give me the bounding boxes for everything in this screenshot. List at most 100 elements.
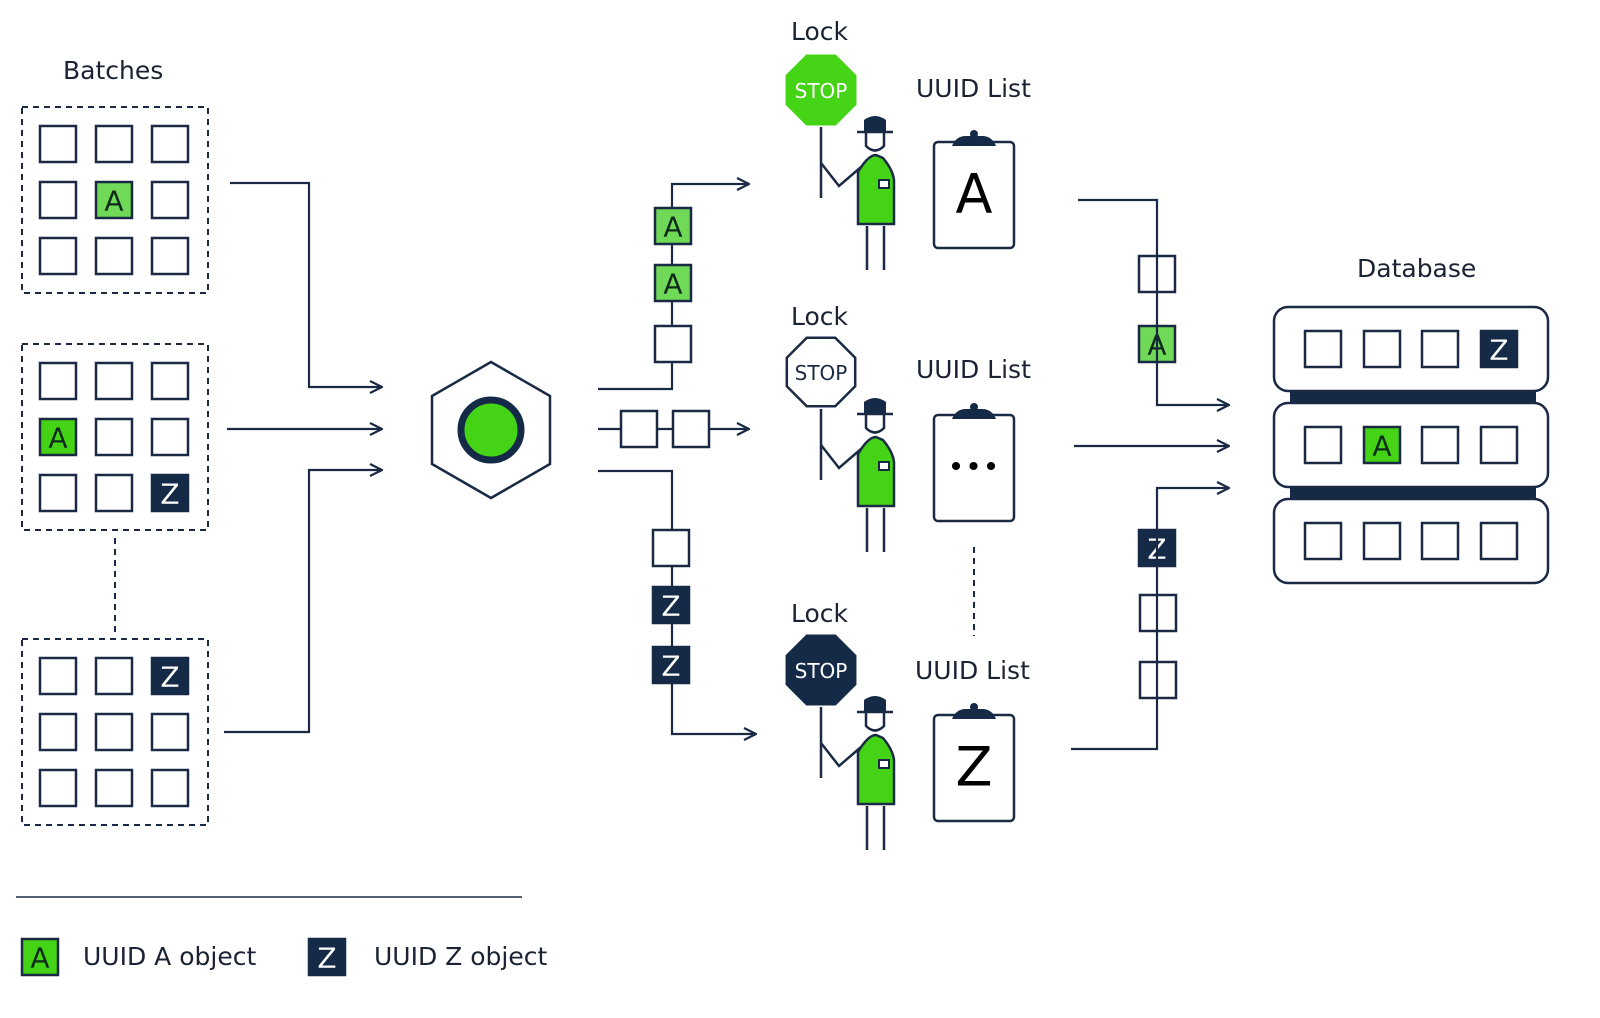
database-row-1-cell-4: Z	[1479, 329, 1519, 369]
stop-sign-text: STOP	[795, 659, 848, 683]
batch-3-cell-2-1	[94, 768, 134, 808]
batch-1-cell-0-2	[150, 124, 190, 164]
batch-2-cell-1-2	[150, 417, 190, 457]
batch-1-cell-1-1-letter: A	[104, 185, 123, 218]
database-row-2-cell-1	[1303, 425, 1343, 465]
batch-3-cell-0-0	[38, 656, 78, 696]
stop-sign-icon	[785, 54, 857, 126]
batch-1-cell-1-0	[38, 180, 78, 220]
batch-2-cell-1-0-letter: A	[48, 422, 67, 455]
lock-guard-2: STOP	[785, 336, 896, 552]
batch-3: Z	[21, 638, 209, 826]
batch-3-cell-0-2: Z	[150, 656, 190, 696]
batch-3-cell-1-2	[150, 712, 190, 752]
route-lower-object-3-letter: Z	[661, 650, 680, 683]
batch-3-cell-1-0	[38, 712, 78, 752]
batch-1-cell-0-0	[38, 124, 78, 164]
lock-label-3: Lock	[791, 599, 849, 628]
batch-2-cell-0-0	[38, 361, 78, 401]
central-node	[430, 360, 552, 500]
guard-person-icon	[820, 398, 896, 552]
batch-1-arrow	[230, 181, 382, 387]
database-row-3-cell-3	[1420, 521, 1460, 561]
uuid-list-clipboard-2: •••	[932, 403, 1016, 523]
batch-3-arrow	[224, 470, 382, 734]
batch-3-cell-2-2	[150, 768, 190, 808]
database: ZA	[1272, 305, 1550, 585]
route-upper-object-2-letter: A	[663, 268, 682, 301]
route-middle-object-1	[619, 409, 659, 449]
database-row-1-cell-4-letter: Z	[1489, 334, 1508, 367]
database-row-2-cell-2-letter: A	[1372, 430, 1391, 463]
legend-a-letter: A	[30, 942, 49, 975]
lock-label-1: Lock	[791, 17, 849, 46]
database-row-1-cell-2	[1362, 329, 1402, 369]
batch-1-cell-1-1: A	[94, 180, 134, 220]
batch-2-cell-1-1	[94, 417, 134, 457]
route-upper-object-3	[653, 324, 693, 364]
batch-3-cell-2-0	[38, 768, 78, 808]
batch-3-cell-1-1	[94, 712, 134, 752]
batch-2: AZ	[21, 343, 209, 531]
stop-sign-text: STOP	[795, 361, 848, 385]
batch-1-cell-1-2	[150, 180, 190, 220]
batch-2-cell-2-0	[38, 473, 78, 513]
batch-2-cell-1-0: A	[38, 417, 78, 457]
legend-item-z: Z UUID Z object	[307, 937, 547, 977]
stop-sign-icon	[785, 336, 857, 408]
database-row-3-cell-2	[1362, 521, 1402, 561]
database-row-2-cell-4	[1479, 425, 1519, 465]
batch-3-cell-0-1	[94, 656, 134, 696]
lock-guard-3: STOP	[785, 634, 896, 850]
db-route-upper	[1078, 198, 1229, 405]
batch-2-cell-2-1	[94, 473, 134, 513]
route-upper-object-2: A	[653, 263, 693, 303]
batch-1-cell-2-1	[94, 236, 134, 276]
batch-1-cell-2-2	[150, 236, 190, 276]
database-row-2-cell-3	[1420, 425, 1460, 465]
route-lower-object-2-letter: Z	[661, 590, 680, 623]
lock-guard-1: STOP	[785, 54, 896, 270]
route-middle-object-2	[671, 409, 711, 449]
clipboard-content: A	[956, 163, 993, 226]
guards: STOP STOP STOP A ••• Z	[785, 54, 1016, 850]
clipboard-content: Z	[956, 736, 993, 799]
uuid-list-label-3: UUID List	[915, 656, 1030, 685]
stop-sign-text: STOP	[795, 79, 848, 103]
legend-z-label: UUID Z object	[374, 942, 547, 971]
guard-person-icon	[820, 116, 896, 270]
batch-1: A	[21, 106, 209, 294]
batch-2-cell-2-2: Z	[150, 473, 190, 513]
legend-z-letter: Z	[317, 942, 336, 975]
database-row-1-cell-1	[1303, 329, 1343, 369]
uuid-list-clipboard-1: A	[932, 130, 1016, 250]
batch-2-cell-0-2	[150, 361, 190, 401]
db-route-lower	[1071, 488, 1229, 751]
uuid-list-clipboard-3: Z	[932, 703, 1016, 823]
route-lower-object-3: Z	[651, 645, 691, 685]
database-row-3-cell-1	[1303, 521, 1343, 561]
batch-3-cell-0-2-letter: Z	[160, 661, 179, 694]
stop-sign-icon	[785, 634, 857, 706]
database-row-2-cell-2: A	[1362, 425, 1402, 465]
legend-item-a: A UUID A object	[20, 937, 256, 977]
clipboard-content: •••	[948, 451, 1001, 484]
batch-1-cell-2-0	[38, 236, 78, 276]
route-lower-object-1	[651, 528, 691, 568]
route-lower-object-2: Z	[651, 585, 691, 625]
lock-label-2: Lock	[791, 302, 849, 331]
route-upper-object-1: A	[653, 206, 693, 246]
legend-a-label: UUID A object	[83, 942, 256, 971]
batch-1-cell-0-1	[94, 124, 134, 164]
guard-person-icon	[820, 696, 896, 850]
batches-title: Batches	[63, 56, 163, 85]
database-row-1-cell-3	[1420, 329, 1460, 369]
batch-2-cell-0-1	[94, 361, 134, 401]
database-title: Database	[1357, 254, 1476, 283]
route-upper-object-1-letter: A	[663, 211, 682, 244]
batch-2-cell-2-2-letter: Z	[160, 478, 179, 511]
database-row-3-cell-4	[1479, 521, 1519, 561]
uuid-list-label-1: UUID List	[916, 74, 1031, 103]
